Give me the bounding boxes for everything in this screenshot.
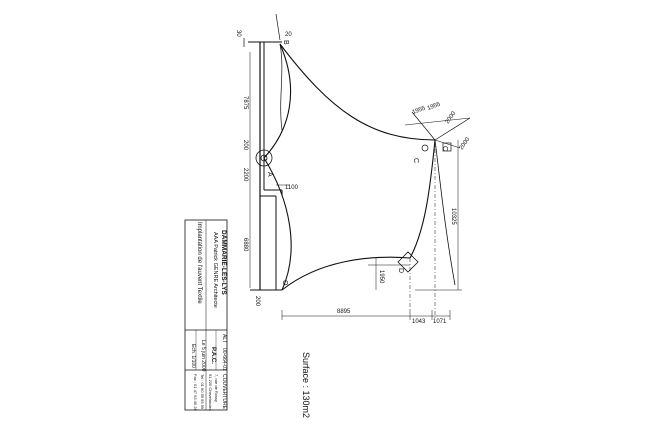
title-date: Le 5 juin 2000	[200, 340, 206, 372]
sail-outline	[263, 43, 456, 291]
dim-1043: 1043	[412, 319, 426, 325]
dim-6880: 6880	[242, 238, 248, 252]
point-label-d: D	[397, 268, 404, 273]
surface-label: Surface : 130m2	[301, 352, 311, 418]
dim-1950: 1950	[378, 270, 384, 284]
dim-8895: 8895	[337, 309, 351, 315]
company-tel: Tel : 01 60 59 59 59	[200, 374, 205, 410]
company-name: COUVERTURE	[221, 374, 227, 410]
dim-2000-b: 2000	[459, 136, 472, 151]
point-label-a: A	[266, 172, 273, 177]
left-wall	[243, 13, 283, 291]
dim-1071: 1071	[433, 319, 447, 325]
dim-30: 30	[235, 30, 241, 37]
company-address-2: 91 220 Chevelandes	[208, 374, 213, 411]
mast-a	[255, 149, 273, 167]
point-label-o: O	[281, 280, 288, 286]
dim-10325: 10325	[450, 208, 456, 225]
title-ref-number: 00-664-01	[221, 348, 227, 371]
corner-c	[404, 111, 471, 320]
point-label-c-left: C	[412, 158, 419, 163]
dim-1955-b: 1955	[427, 101, 442, 111]
company-fax: Fax : 01 47 93 40 28	[193, 374, 198, 411]
dim-7875: 7875	[242, 96, 248, 110]
dim-200-top: 200	[242, 140, 248, 151]
dim-200-bottom: 200	[254, 296, 260, 307]
title-subject: Implantation de l'auvent Textile	[196, 222, 202, 304]
point-label-b: B	[282, 40, 289, 45]
corner-d	[397, 251, 419, 310]
dim-2000-a: 2000	[445, 110, 458, 125]
company-address-1: 7, rue de Rossy	[214, 374, 219, 402]
title-scale: Ech. 1/100	[190, 344, 196, 368]
title-architect: AAA Patrick GENRE Architecte	[212, 232, 218, 308]
title-block	[184, 219, 228, 411]
dim-1100: 1100	[285, 185, 299, 191]
dimension-lines	[249, 52, 462, 320]
dim-2200: 2200	[242, 168, 248, 182]
dim-1955-a: 1955	[412, 105, 427, 115]
title-ref-code: ALT	[221, 334, 227, 343]
dim-20: 20	[285, 32, 292, 38]
point-label-c-right: C	[441, 146, 448, 151]
title-designer: P.A.C.	[210, 347, 216, 364]
title-project: DAMMARIE-LES-LYS	[220, 230, 227, 295]
